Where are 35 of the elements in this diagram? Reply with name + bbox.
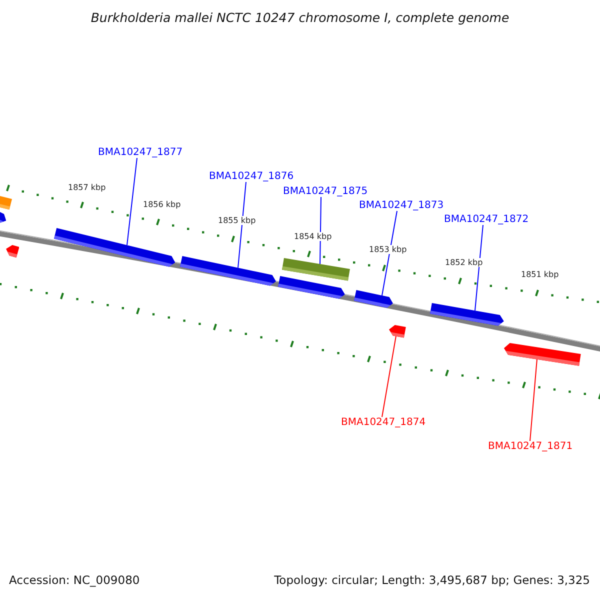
scale-label: 1855 kbp bbox=[218, 216, 256, 225]
scale-label: 1854 kbp bbox=[294, 232, 332, 241]
gene-label: BMA10247_1874 bbox=[341, 417, 426, 428]
gene-feature bbox=[54, 228, 176, 267]
gene-feature bbox=[6, 245, 19, 258]
accession-text: Accession: NC_009080 bbox=[9, 573, 140, 587]
gene-feature bbox=[430, 303, 504, 326]
gene-feature bbox=[180, 256, 276, 286]
gene-feature bbox=[389, 325, 406, 338]
gene-feature bbox=[278, 276, 345, 299]
leader-line bbox=[126, 158, 138, 246]
scale-label: 1851 kbp bbox=[521, 270, 559, 279]
leader-line bbox=[320, 196, 322, 264]
gene-label: BMA10247_1871 bbox=[488, 441, 573, 452]
scale-label: 1857 kbp bbox=[68, 183, 106, 192]
leader-line bbox=[382, 210, 398, 296]
gene-label: BMA10247_1872 bbox=[444, 214, 529, 225]
scale-label: 1856 kbp bbox=[143, 200, 181, 209]
leader-line bbox=[474, 224, 484, 312]
scale-label: 1853 kbp bbox=[369, 245, 407, 254]
gene-block bbox=[0, 196, 12, 210]
leader-line bbox=[530, 358, 538, 442]
genome-info-text: Topology: circular; Length: 3,495,687 bp; Genes: 3,325 bbox=[274, 573, 590, 587]
gene-label: BMA10247_1877 bbox=[98, 147, 183, 158]
gene-label: BMA10247_1873 bbox=[359, 200, 444, 211]
gene-feature bbox=[504, 343, 581, 366]
gene-label: BMA10247_1875 bbox=[283, 186, 368, 197]
scale-label: 1852 kbp bbox=[445, 258, 483, 267]
leader-line bbox=[238, 182, 246, 268]
title: Burkholderia mallei NCTC 10247 chromosome I, complete genome bbox=[90, 10, 510, 25]
gene-feature bbox=[354, 290, 393, 308]
gene-label: BMA10247_1876 bbox=[209, 171, 294, 182]
gene-feature bbox=[0, 212, 6, 223]
leader-line bbox=[382, 336, 396, 418]
gene-block bbox=[282, 258, 350, 281]
